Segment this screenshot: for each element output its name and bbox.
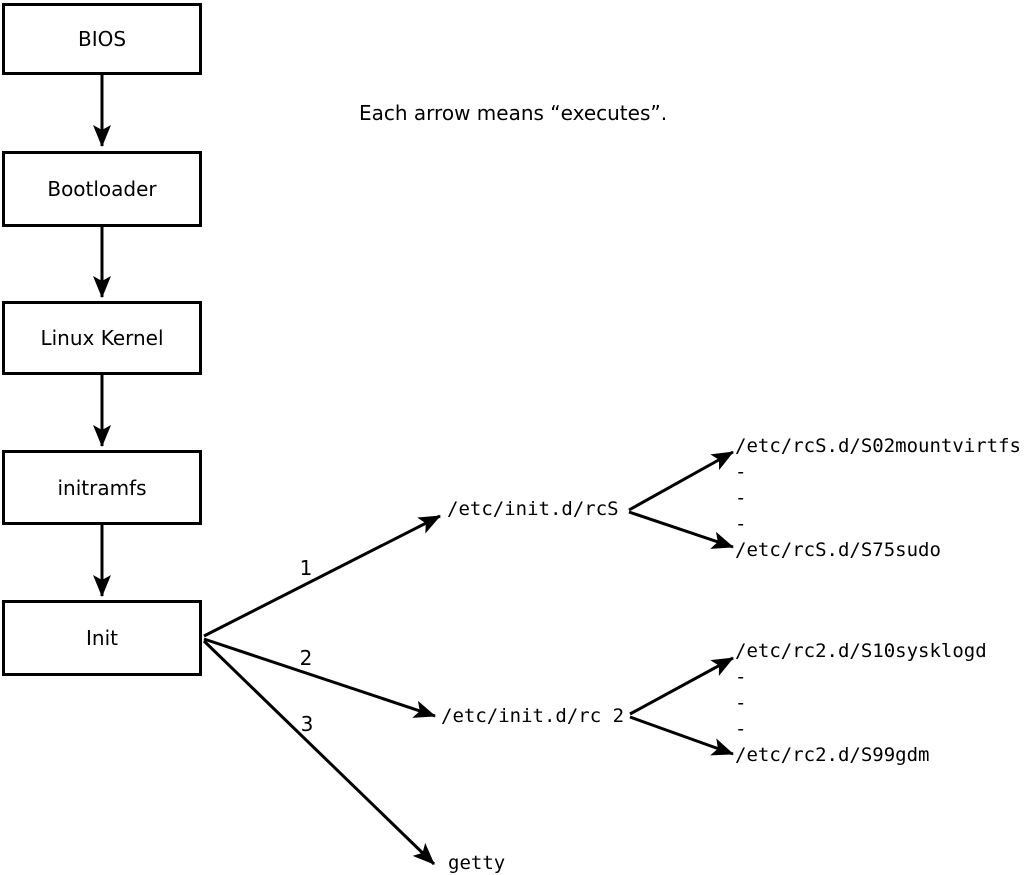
- arrow-rcs-to-s75sudo: [628, 510, 734, 549]
- node-rcs-script: /etc/init.d/rcS: [447, 498, 619, 520]
- box-initramfs-label: initramfs: [57, 475, 147, 500]
- rcs-child-ellipsis-2: -: [735, 487, 747, 509]
- rc2-child-ellipsis-1: -: [735, 666, 747, 688]
- arrow-rc2-to-s99gdm: [629, 715, 734, 756]
- edge-label-1: 1: [299, 556, 313, 580]
- box-init-label: Init: [86, 626, 118, 650]
- rc2-child-s99gdm: /etc/rc2.d/S99gdm: [735, 744, 930, 766]
- rcs-children-list: /etc/rcS.d/S02mountvirtfs - - - /etc/rcS…: [735, 433, 1021, 563]
- rc2-child-s10sysklogd: /etc/rc2.d/S10sysklogd: [735, 640, 987, 662]
- rc2-child-ellipsis-3: -: [735, 718, 747, 740]
- note-executes: Each arrow means “executes”.: [359, 101, 668, 125]
- rc2-children-list: /etc/rc2.d/S10sysklogd - - - /etc/rc2.d/…: [735, 638, 987, 768]
- box-linux-kernel-label: Linux Kernel: [40, 326, 164, 350]
- arrow-init-to-rcs: [203, 514, 441, 638]
- edge-label-2: 2: [299, 646, 313, 670]
- rcs-child-ellipsis-3: -: [735, 513, 747, 535]
- node-rc2-script: /etc/init.d/rc 2: [441, 705, 625, 727]
- box-bootloader-label: Bootloader: [47, 177, 157, 201]
- box-bootloader: Bootloader: [2, 151, 202, 227]
- box-bios-label: BIOS: [77, 27, 127, 51]
- box-init: Init: [2, 600, 202, 676]
- rcs-child-ellipsis-1: -: [735, 461, 747, 483]
- edge-label-3: 3: [300, 712, 314, 736]
- box-linux-kernel: Linux Kernel: [2, 301, 202, 375]
- rc2-child-ellipsis-2: -: [735, 692, 747, 714]
- node-getty: getty: [448, 852, 506, 874]
- box-initramfs: initramfs: [2, 450, 202, 525]
- arrow-init-to-getty: [202, 639, 436, 866]
- rcs-child-s75sudo: /etc/rcS.d/S75sudo: [735, 539, 941, 561]
- arrow-rcs-to-s02mountvirtfs: [628, 450, 734, 512]
- box-bios: BIOS: [2, 3, 202, 75]
- arrow-init-to-rc2: [203, 637, 436, 718]
- arrow-rc2-to-s10sysklogd: [629, 656, 734, 716]
- rcs-child-s02mountvirtfs: /etc/rcS.d/S02mountvirtfs: [735, 435, 1021, 457]
